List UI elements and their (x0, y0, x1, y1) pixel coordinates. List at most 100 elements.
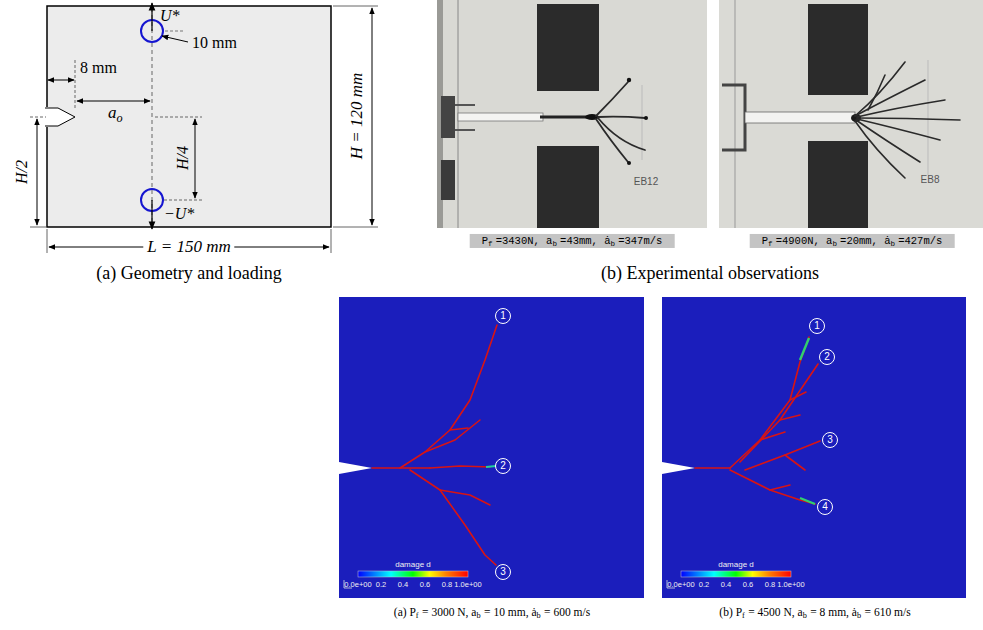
label-text: 0.8 (765, 580, 775, 589)
subscript-text: f (416, 612, 419, 621)
colorbar-title: damage d (395, 560, 431, 569)
subscript-text: b (857, 612, 861, 621)
label-text: 8 mm (80, 59, 117, 76)
dimension-label: L = 150 mm (143, 237, 234, 257)
label-text: =20mm, ȧ (840, 235, 890, 247)
experiment-photo (719, 0, 983, 228)
label-text: damage d (395, 560, 431, 569)
label-text: 0.6 (420, 580, 430, 589)
callout-number: 1 (809, 318, 825, 334)
dimension-label: H/4 (174, 146, 192, 170)
label-text: L = 150 mm (147, 237, 230, 256)
label-text: 0.4 (721, 580, 731, 589)
label-text: =3430N, a (496, 235, 553, 247)
label-text: damage d (718, 560, 754, 569)
load-label: U* (160, 7, 180, 25)
dimension-label: 10 mm (192, 34, 237, 52)
label-text: = 600 m/s (544, 606, 590, 618)
label-text: =347m/s (618, 235, 662, 247)
label-text: P (482, 235, 488, 247)
label-text: (a) P (394, 606, 416, 618)
label-text: a (108, 103, 117, 122)
specimen-id: EB8 (921, 174, 940, 186)
label-text: 0.2 (699, 580, 709, 589)
dimension-label: ao (108, 103, 123, 123)
label-text: P (762, 235, 768, 247)
callout-text: 2 (500, 461, 506, 471)
label-text: =43mm, ȧ (560, 235, 610, 247)
colorbar-tick: 0.6 (743, 581, 753, 590)
label-text: H/4 (174, 146, 191, 170)
colorbar-title: damage d (718, 560, 754, 569)
label-text: U* (160, 7, 180, 24)
callout-text: 3 (827, 435, 833, 445)
callout-number: 3 (822, 432, 838, 448)
callout-number: 3 (495, 564, 511, 580)
label-text: (b) P (719, 606, 742, 618)
label-text: −U* (164, 205, 194, 222)
colorbar-tick: 0.4 (721, 581, 731, 590)
label-text: = 3000 N, a (422, 606, 476, 618)
label-text: H = 120 mm (347, 73, 366, 160)
result-caption: (b) Pf= 4500 N, ab= 8 mm, ȧb= 610 m/s (719, 606, 910, 619)
colorbar-tick: 0.0e+00 (667, 581, 694, 590)
label-text: 1.0e+00 (777, 580, 804, 589)
callout-number: 2 (819, 349, 835, 365)
label-text: =4900N, a (776, 235, 833, 247)
photo-caption: Pf=4900N, ab=20mm, ȧb=427m/s (750, 234, 955, 248)
label-text: 0.4 (398, 580, 408, 589)
callout-number: 2 (495, 458, 511, 474)
simulation-result (339, 297, 644, 598)
simulation-result (662, 297, 966, 598)
label-text: 10 mm (192, 34, 237, 51)
label-text: 0.0e+00 (667, 580, 694, 589)
subscript-text: b (476, 612, 480, 621)
subfigure-caption: (b) Experimental observations (601, 263, 819, 284)
subscript-text: o (117, 111, 123, 125)
label-text: 0.8 (442, 580, 452, 589)
colorbar-tick: 1.0e+00 (454, 581, 481, 590)
load-label: −U* (164, 205, 194, 223)
experiment-photo (437, 0, 707, 228)
label-text: = 610 m/s (865, 606, 911, 618)
label-text: = 8 mm, ȧ (810, 606, 857, 618)
subscript-text: f (742, 612, 745, 621)
label-text: =427m/s (898, 235, 942, 247)
callout-number: 1 (495, 308, 511, 324)
colorbar-tick: 0.2 (376, 581, 386, 590)
label-text: 0.0e+00 (344, 580, 371, 589)
label-text: 0.2 (376, 580, 386, 589)
dimension-label: 8 mm (80, 59, 117, 77)
subscript-text: f (488, 240, 493, 248)
colorbar-tick: 0.8 (765, 581, 775, 590)
subscript-text: b (552, 240, 557, 248)
colorbar-tick: 0.4 (398, 581, 408, 590)
label-text: 0.6 (743, 580, 753, 589)
dimension-label: H = 120 mm (347, 73, 367, 160)
label-text: EB12 (634, 176, 658, 187)
callout-text: 1 (500, 311, 506, 321)
subscript-text: b (832, 240, 837, 248)
subscript-text: b (537, 612, 541, 621)
subscript-text: b (891, 240, 896, 248)
photo-caption: Pf=3430N, ab=43mm, ȧb=347m/s (470, 234, 675, 248)
callout-text: 4 (822, 502, 828, 512)
label-text: 1.0e+00 (454, 580, 481, 589)
label-text: EB8 (921, 174, 940, 185)
dimension-label: H/2 (13, 160, 31, 184)
callout-number: 4 (817, 499, 833, 515)
specimen-id: EB12 (634, 176, 658, 188)
subfigure-caption: (a) Geometry and loading (96, 263, 281, 284)
label-text: = 4500 N, a (748, 606, 802, 618)
callout-text: 3 (500, 567, 506, 577)
subscript-text: f (768, 240, 773, 248)
plate-geometry (30, 3, 378, 253)
result-caption: (a) Pf= 3000 N, ab= 10 mm, ȧb= 600 m/s (394, 606, 590, 619)
label-text: = 10 mm, ȧ (484, 606, 536, 618)
label-text: H/2 (13, 160, 30, 184)
label-text: (a) Geometry and loading (96, 263, 281, 283)
label-text: (b) Experimental observations (601, 263, 819, 283)
subscript-text: b (803, 612, 807, 621)
